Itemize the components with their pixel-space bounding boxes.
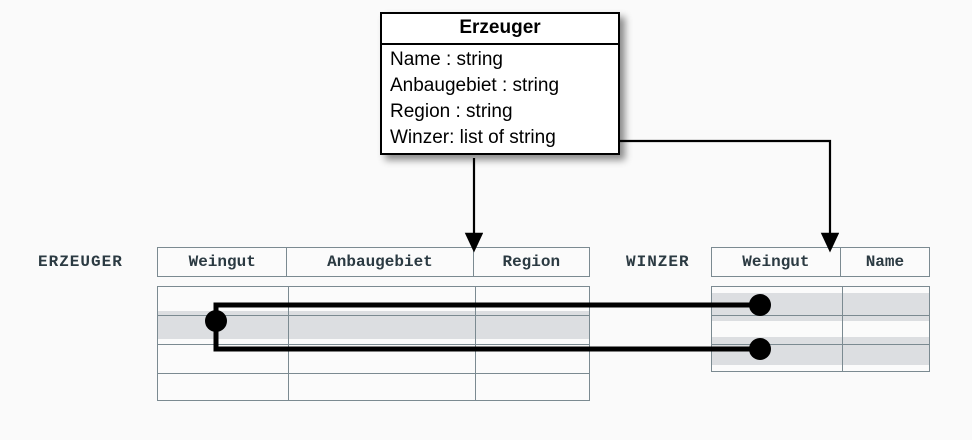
row-divider <box>158 373 589 374</box>
table-label-erzeuger: ERZEUGER <box>38 253 123 271</box>
row-divider <box>712 344 929 345</box>
table-label-winzer: WINZER <box>626 253 690 271</box>
column-header-weingut: Weingut <box>712 248 841 276</box>
uml-attribute: Anbaugebiet : string <box>390 75 560 96</box>
column-header-anbaugebiet: Anbaugebiet <box>287 248 474 276</box>
uml-class-title: Erzeuger <box>382 14 618 45</box>
table-header-winzer: Weingut Name <box>711 247 930 277</box>
column-header-name: Name <box>865 253 905 271</box>
row-divider <box>712 315 929 316</box>
uml-attribute: Winzer: list of string <box>390 127 556 148</box>
uml-attribute: Name : string <box>390 49 503 70</box>
uml-attribute-list: Name : string Anbaugebiet : string Regio… <box>382 45 618 153</box>
arrow-to-winzer <box>604 139 840 253</box>
uml-attribute: Region : string <box>390 101 513 122</box>
column-header-weingut: Weingut <box>158 248 288 276</box>
column-divider <box>842 287 843 371</box>
table-header-erzeuger: Weingut Anbaugebiet Region <box>157 247 590 277</box>
uml-class-box[interactable]: Erzeuger Name : string Anbaugebiet : str… <box>380 12 620 155</box>
column-header-region: Region <box>502 253 561 271</box>
